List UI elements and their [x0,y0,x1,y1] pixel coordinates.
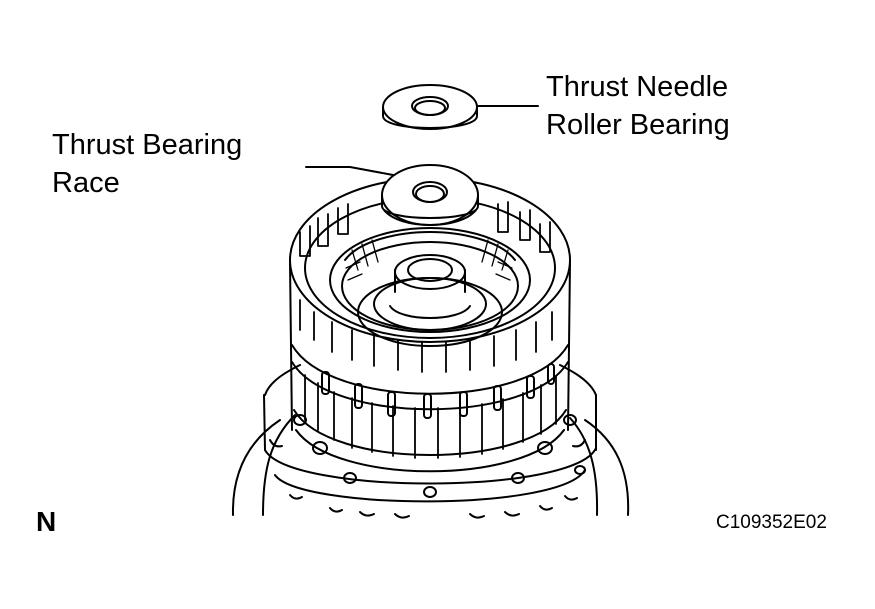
race-label-line2: Race [52,167,120,199]
clutch-drum [290,178,570,471]
thrust-bearing-race [382,165,478,225]
figure-code: C109352E02 [716,512,827,533]
thrust-needle-roller-bearing [383,85,477,129]
thrust-bearing-race-label: Thrust Bearing Race [52,126,242,202]
needle-label-line1: Thrust Needle [546,71,729,103]
needle-label-line2: Roller Bearing [546,109,730,141]
base-flange [233,365,628,518]
race-label-line1: Thrust Bearing [52,129,243,161]
view-marker: N [36,506,57,537]
thrust-needle-roller-bearing-label: Thrust Needle Roller Bearing [546,68,730,144]
race-leader-line [306,167,393,175]
